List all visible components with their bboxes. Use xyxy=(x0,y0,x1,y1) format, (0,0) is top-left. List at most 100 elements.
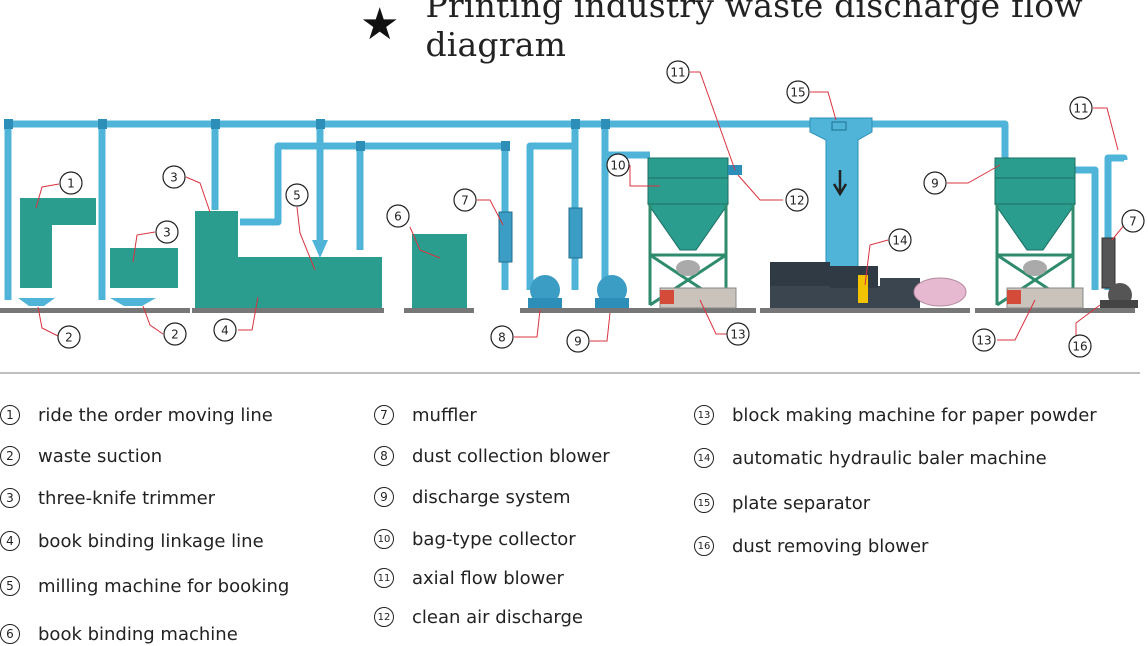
book-binding-machine xyxy=(412,234,467,308)
legend-number: 6 xyxy=(0,624,20,644)
legend-label: bag-type collector xyxy=(412,528,576,550)
muffler-left xyxy=(498,211,513,263)
marker-number: 3 xyxy=(170,171,178,185)
legend-item: 6 book binding machine xyxy=(0,623,238,645)
discharge-blower xyxy=(595,275,629,308)
marker-number: 2 xyxy=(171,328,179,342)
bag-collector-right xyxy=(994,157,1084,309)
legend-number: 5 xyxy=(0,576,20,596)
legend-item: 5 milling machine for booking xyxy=(0,575,290,597)
legend-item: 15 plate separator xyxy=(694,492,871,514)
milling-machine-hood xyxy=(312,240,328,258)
legend-item: 16 dust removing blower xyxy=(694,535,929,557)
legend-item: 3 three-knife trimmer xyxy=(0,487,216,509)
marker-6 xyxy=(386,204,410,228)
legend-number: 14 xyxy=(694,448,714,468)
legend-number: 9 xyxy=(374,487,394,507)
legend-item: 2 waste suction xyxy=(0,445,163,467)
legend-label: dust collection blower xyxy=(412,445,610,467)
legend-label: axial flow blower xyxy=(412,567,564,589)
marker-7b xyxy=(1121,209,1145,233)
waste-suction-right xyxy=(110,298,156,306)
legend-label: waste suction xyxy=(38,445,163,467)
hydraulic-baler xyxy=(770,262,967,308)
legend-label: milling machine for booking xyxy=(38,575,290,597)
marker-2a xyxy=(57,325,81,349)
legend-item: 8 dust collection blower xyxy=(374,445,610,467)
marker-9a xyxy=(566,329,590,353)
marker-number: 9 xyxy=(931,177,939,191)
legend-number: 8 xyxy=(374,446,394,466)
star-icon: ★ xyxy=(360,0,400,50)
legend-label: three-knife trimmer xyxy=(38,487,216,509)
legend-number: 4 xyxy=(0,531,20,551)
duct-joints xyxy=(4,119,610,151)
legend-number: 2 xyxy=(0,446,20,466)
legend-number: 7 xyxy=(374,405,394,425)
marker-13b xyxy=(972,328,996,352)
legend-label: block making machine for paper powder xyxy=(732,404,1097,426)
order-moving-line xyxy=(20,198,96,288)
marker-number: 5 xyxy=(293,189,301,203)
book-binding-linkage-line xyxy=(195,211,382,308)
duct-network xyxy=(4,120,1128,300)
title-text: Printing industry waste discharge flow d… xyxy=(425,0,1083,64)
legend-label: dust removing blower xyxy=(732,535,929,557)
marker-number: 1 xyxy=(67,177,75,191)
dust-collection-blower xyxy=(528,275,562,308)
muffler-right xyxy=(1101,237,1116,289)
marker-number: 7 xyxy=(461,194,469,208)
marker-number: 13 xyxy=(976,334,991,348)
marker-12 xyxy=(785,188,809,212)
marker-number: 7 xyxy=(1129,215,1137,229)
marker-number: 9 xyxy=(574,335,582,349)
legend-label: plate separator xyxy=(732,492,871,514)
marker-1 xyxy=(59,171,83,195)
marker-15 xyxy=(786,80,810,104)
legend-number: 13 xyxy=(694,405,714,425)
legend-label: muffler xyxy=(412,404,477,426)
marker-10 xyxy=(606,153,630,177)
marker-11b xyxy=(1069,96,1093,120)
marker-number: 6 xyxy=(394,210,402,224)
legend-number: 16 xyxy=(694,536,714,556)
legend-item: 13 block making machine for paper powder xyxy=(694,404,1097,426)
legend-number: 1 xyxy=(0,405,20,425)
marker-number: 15 xyxy=(790,86,805,100)
marker-4 xyxy=(213,318,237,342)
marker-5 xyxy=(285,183,309,207)
legend-number: 10 xyxy=(374,529,394,549)
plate-separator xyxy=(809,117,873,279)
marker-2b xyxy=(163,322,187,346)
marker-number: 4 xyxy=(221,324,229,338)
marker-14 xyxy=(888,228,912,252)
marker-3a xyxy=(162,165,186,189)
marker-number: 12 xyxy=(789,194,804,208)
legend-number: 15 xyxy=(694,493,714,513)
legend-label: ride the order moving line xyxy=(38,404,273,426)
legend-item: 7 muffler xyxy=(374,404,477,426)
marker-9b xyxy=(923,171,947,195)
legend-item: 10 bag-type collector xyxy=(374,528,576,550)
marker-number: 8 xyxy=(498,331,506,345)
marker-number: 16 xyxy=(1072,340,1087,354)
three-knife-trimmer xyxy=(110,248,178,288)
floor xyxy=(0,308,1135,313)
legend-label: book binding machine xyxy=(38,623,238,645)
marker-8 xyxy=(490,325,514,349)
legend-label: clean air discharge xyxy=(412,606,584,628)
bag-collector-left xyxy=(647,157,737,309)
marker-number: 2 xyxy=(65,331,73,345)
legend-label: automatic hydraulic baler machine xyxy=(732,447,1047,469)
legend-item: 1 ride the order moving line xyxy=(0,404,273,426)
legend-number: 3 xyxy=(0,488,20,508)
diagram-title: ★ Printing industry waste discharge flow… xyxy=(360,0,1148,64)
waste-suction-left xyxy=(18,298,55,306)
marker-number: 3 xyxy=(163,226,171,240)
